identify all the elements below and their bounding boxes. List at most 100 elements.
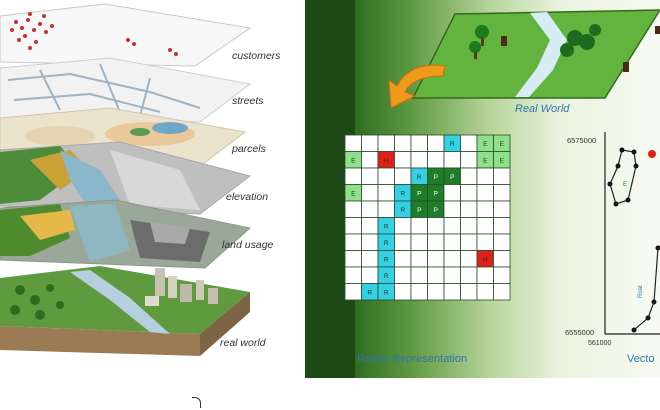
tree-icon [469,24,601,59]
raster-cell [377,184,395,202]
raster-cell [394,283,412,301]
svg-text:E: E [623,182,627,188]
raster-cell [344,233,362,251]
raster-cell [476,167,494,185]
raster-cell [460,134,478,152]
raster-cell-letter: R [367,289,372,296]
raster-cell [427,134,445,152]
raster-cell [394,151,412,169]
raster-cell [361,184,379,202]
raster-cell [361,266,379,284]
raster-cell-letter: R [384,223,389,230]
raster-cell [410,151,428,169]
raster-cell [427,217,445,235]
vector-y-bottom-label: 6555000 [565,328,595,337]
raster-cell [427,266,445,284]
raster-cell [394,266,412,284]
raster-cell [361,151,379,169]
raster-cell [476,184,494,202]
raster-cell [460,167,478,185]
raster-cell [361,200,379,218]
raster-cell [443,151,461,169]
raster-cell-letter: R [400,190,405,197]
raster-cell [394,134,412,152]
raster-cell [394,167,412,185]
raster-cell [394,250,412,268]
raster-cell [493,250,511,268]
raster-cell-letter: H [483,256,488,263]
raster-cell [361,233,379,251]
raster-cell [410,134,428,152]
raster-cell [460,233,478,251]
streets-layer [0,57,252,123]
layer-label-land-usage: land usage [222,239,274,251]
raster-cell-letter: P [450,174,454,181]
raster-cell [460,151,478,169]
raster-cell [344,283,362,301]
raster-cell-letter: P [434,190,438,197]
raster-cell [476,233,494,251]
real-world-illustration [388,9,660,109]
raster-cell [460,184,478,202]
raster-cell-letter: R [400,207,405,214]
raster-cell [443,283,461,301]
vector-y-top-label: 6575000 [567,136,597,145]
raster-cell [443,184,461,202]
raster-cell-letter: E [500,157,505,164]
raster-cell [493,217,511,235]
raster-cell [476,217,494,235]
raster-cell-letter: E [483,157,488,164]
vector-caption: Vecto [627,353,655,365]
vector-plot: E Roat [604,132,660,335]
raster-cell [460,283,478,301]
raster-cell [427,151,445,169]
raster-cell [460,266,478,284]
raster-cell-letter: R [384,256,389,263]
raster-cell-letter: R [384,273,389,280]
raster-cell [344,134,362,152]
raster-cell [410,283,428,301]
raster-cell [493,184,511,202]
raster-cell [361,217,379,235]
real-world-block [0,266,250,356]
raster-cell [443,233,461,251]
raster-cell [443,250,461,268]
layer-label-customers: customers [232,50,281,62]
layer-label-streets: streets [232,95,264,107]
raster-cell [493,200,511,218]
gis-layers-panel: customers streets parcels elevation land… [0,0,303,378]
raster-cell [476,283,494,301]
arrow-icon [388,64,446,109]
raster-cell [460,250,478,268]
raster-cell [344,217,362,235]
raster-cell-letter: R [450,141,455,148]
customers-layer [0,3,252,67]
raster-cell [410,217,428,235]
house-point-icon [648,150,656,158]
gis-layers-illustration [0,3,252,356]
raster-caption: Raster Representation [357,353,468,365]
raster-cell [344,266,362,284]
svg-text:Roat: Roat [638,285,644,298]
raster-cell [443,266,461,284]
raster-cell [427,250,445,268]
raster-cell [460,217,478,235]
raster-cell-letter: P [417,207,421,214]
raster-cell [493,233,511,251]
raster-cell [344,200,362,218]
layer-label-real-world: real world [220,337,266,349]
layer-label-elevation: elevation [226,191,269,203]
raster-cell-letter: R [417,174,422,181]
raster-cell [377,167,395,185]
raster-cell-letter: P [434,174,438,181]
real-world-caption: Real World [515,103,570,115]
raster-cell [460,200,478,218]
layer-label-parcels: parcels [232,143,266,155]
raster-cell [476,200,494,218]
raster-cell-letter: E [500,141,505,148]
raster-cell-letter: R [384,289,389,296]
bottom-glyph [192,397,201,408]
raster-cell [410,250,428,268]
